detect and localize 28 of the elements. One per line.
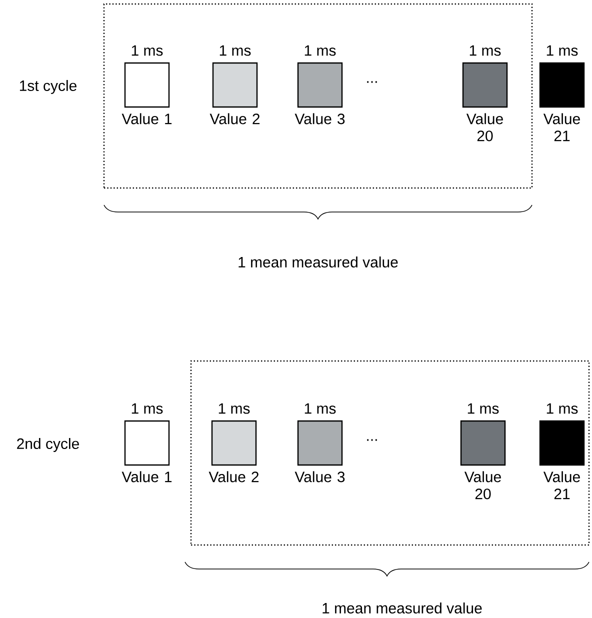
cycle-label: 1st cycle bbox=[20, 80, 76, 94]
duration-label: 1 ms bbox=[470, 45, 501, 56]
duration-label: 1 ms bbox=[218, 403, 250, 414]
ellipsis: ... bbox=[367, 81, 377, 83]
duration-label: 1 ms bbox=[546, 403, 578, 414]
duration-label: 1 ms bbox=[546, 45, 578, 56]
dotted-frame bbox=[190, 360, 590, 546]
value-label: Value 1 bbox=[122, 471, 172, 482]
value-label: Value 20 bbox=[466, 113, 503, 142]
value-label: Value 3 bbox=[294, 113, 345, 124]
duration-label: 1 ms bbox=[468, 403, 499, 414]
dotted-frame bbox=[103, 3, 533, 189]
value-label: Value 2 bbox=[210, 113, 260, 124]
duration-label: 1 ms bbox=[220, 45, 251, 56]
value-label: Value 21 bbox=[543, 471, 580, 500]
duration-label: 1 ms bbox=[304, 45, 336, 56]
duration-label: 1 ms bbox=[304, 403, 336, 414]
brace-label: 1 mean measured value bbox=[238, 256, 398, 268]
brace-label: 1 mean measured value bbox=[322, 602, 482, 614]
cycle-label: 2nd cycle bbox=[17, 438, 79, 452]
value-label: Value 3 bbox=[294, 471, 345, 482]
ellipsis: ... bbox=[367, 439, 377, 441]
duration-label: 1 ms bbox=[132, 45, 163, 56]
duration-label: 1 ms bbox=[132, 403, 163, 414]
value-label: Value 21 bbox=[543, 113, 580, 142]
value-label: Value 1 bbox=[122, 113, 172, 124]
value-label: Value 20 bbox=[464, 471, 501, 500]
value-label: Value 2 bbox=[208, 471, 259, 482]
